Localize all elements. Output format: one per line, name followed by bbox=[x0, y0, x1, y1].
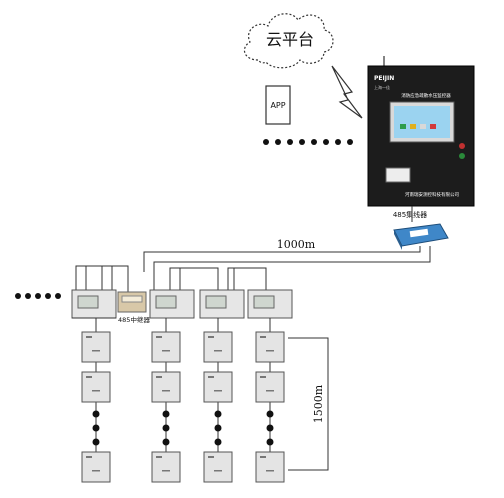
app-label: APP bbox=[270, 101, 285, 110]
distance-vertical-bracket bbox=[288, 337, 329, 471]
ellipsis-dots-left bbox=[15, 293, 61, 299]
cloud-label: 云平台 bbox=[266, 30, 314, 49]
cabinet-logo: PEIJIN bbox=[374, 75, 394, 82]
cabinet-logo-sub: 上海一佳 bbox=[374, 84, 390, 90]
cabinet-title: 消防应急疏散水压监控器 bbox=[401, 92, 451, 99]
collector-label: 485集线器 bbox=[393, 210, 427, 219]
sensor-details bbox=[86, 336, 274, 472]
collector-device-icon bbox=[393, 223, 449, 250]
control-cabinet bbox=[367, 56, 475, 207]
controller-module bbox=[247, 289, 293, 319]
repeater-label: 485中继器 bbox=[118, 315, 150, 324]
controller-module bbox=[149, 289, 195, 319]
ellipsis-dots-vertical bbox=[92, 410, 274, 446]
distance-vertical-label: 1500m bbox=[312, 384, 325, 423]
rs485-bus-lines bbox=[75, 246, 431, 294]
app-phone-icon bbox=[265, 85, 291, 125]
wireless-link-icon bbox=[331, 65, 363, 119]
distance-horizontal-label: 1000m bbox=[277, 238, 316, 251]
cloud-icon bbox=[243, 13, 334, 69]
controller-module bbox=[71, 289, 117, 319]
sensor-column bbox=[255, 318, 285, 483]
cabinet-company: 河南瑞安测控科技有限公司 bbox=[405, 191, 459, 198]
repeater-module bbox=[117, 291, 147, 313]
ellipsis-dots-top bbox=[263, 139, 353, 145]
controller-module bbox=[199, 289, 245, 319]
